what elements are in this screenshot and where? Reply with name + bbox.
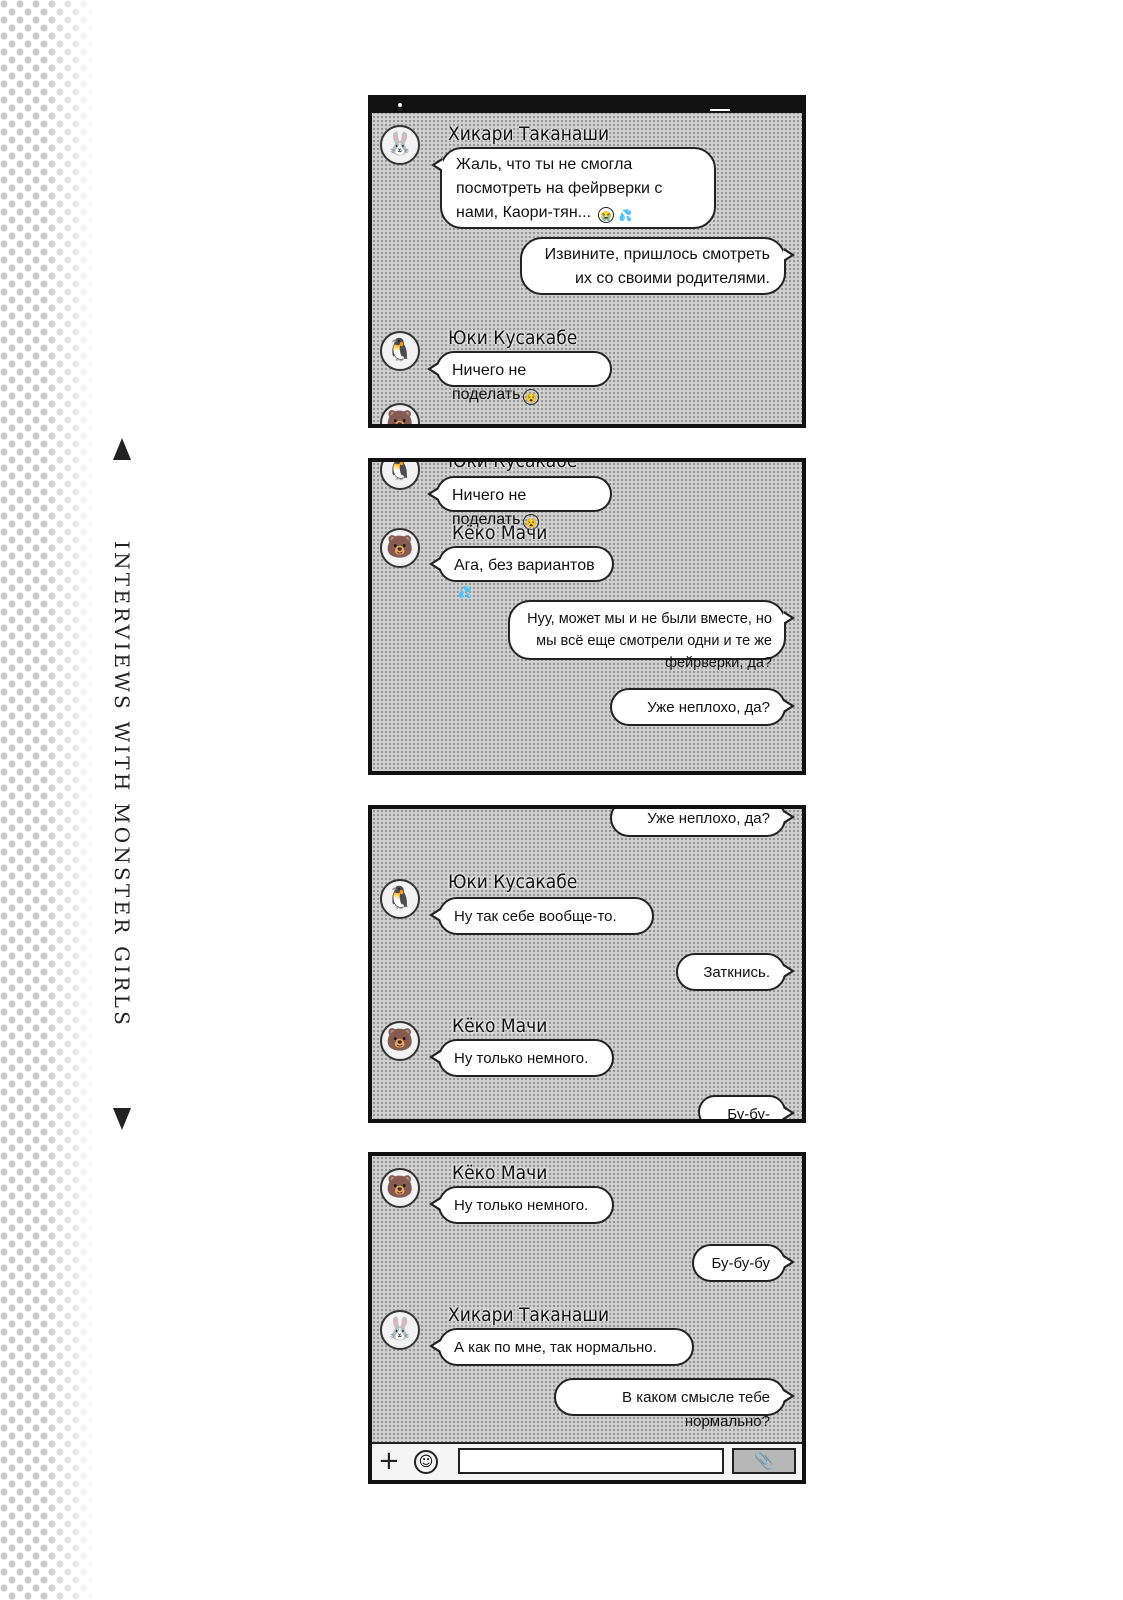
dizzy-emoji-icon: 😵 [523, 389, 540, 405]
message-text: Нуу, может мы и не были вместе, но мы вс… [527, 611, 772, 671]
penguin-avatar-icon[interactable]: 🐧 [380, 462, 420, 490]
attach-send-button[interactable]: 📎 [732, 1448, 796, 1474]
message-bubble-outgoing[interactable]: Уже неплохо, да? [610, 809, 795, 837]
sender-name: Кёко Мачи [452, 1162, 548, 1184]
sender-name: Юки Кусакабе [448, 327, 578, 349]
message-bubble-outgoing[interactable]: Бу-бу-бу [698, 1095, 795, 1123]
message-bubble-outgoing[interactable]: Нуу, может мы и не были вместе, но мы вс… [508, 600, 795, 671]
bear-avatar-icon[interactable]: 🐻 [380, 1021, 420, 1061]
side-title-text: INTERVIEWS WITH MONSTER GIRLS [110, 540, 134, 1028]
message-bubble-incoming[interactable]: Ничего не поделать😵 [427, 351, 612, 405]
sweat-emoji-icon: 💦 [458, 587, 472, 599]
message-text: Бу-бу-бу [727, 1106, 770, 1123]
message-bubble-outgoing[interactable]: В каком смысле тебе нормально? [554, 1378, 795, 1430]
triangle-up-icon [113, 438, 131, 460]
chat-panel-4: 🐻 Кёко Мачи Ну только немного. Бу-бу-бу … [368, 1152, 806, 1484]
sender-name: Кёко Мачи [452, 522, 548, 544]
signal-icon [398, 103, 402, 107]
chat-panel-1: 🐰 Хикари Таканаши Жаль, что ты не смогла… [368, 95, 806, 428]
battery-icon [710, 103, 730, 111]
message-text: Жаль, что ты не смогла посмотреть на фей… [456, 156, 663, 221]
message-text: Ну только немного. [454, 1050, 589, 1067]
bear-avatar-icon[interactable]: 🐻 [380, 528, 420, 568]
message-text: Ничего не поделать [452, 487, 527, 528]
message-bubble-outgoing[interactable]: Заткнись. [676, 953, 795, 991]
message-input-bar: + ☺ 📎 [372, 1442, 802, 1480]
message-text: Ну так себе вообще-то. [454, 908, 617, 925]
message-text: Уже неплохо, да? [647, 699, 770, 716]
message-bubble-incoming[interactable]: Ну только немного. [429, 1039, 614, 1077]
status-bar [372, 99, 802, 113]
rabbit-avatar-icon[interactable]: 🐰 [380, 125, 420, 165]
message-bubble-outgoing[interactable]: Извините, пришлось смотреть их со своими… [520, 237, 795, 295]
message-bubble-incoming[interactable]: Ну только немного. [429, 1186, 614, 1224]
message-text: Заткнись. [703, 964, 770, 981]
dizzy-emoji-icon: 😵 [523, 514, 540, 530]
sender-name: Юки Кусакабе [448, 458, 578, 472]
message-bubble-outgoing[interactable]: Бу-бу-бу [692, 1244, 795, 1282]
message-input[interactable] [458, 1448, 724, 1474]
penguin-avatar-icon[interactable]: 🐧 [380, 331, 420, 371]
chat-panel-3: Уже неплохо, да? 🐧 Юки Кусакабе Ну так с… [368, 805, 806, 1123]
smiley-icon[interactable]: ☺ [414, 1450, 438, 1474]
message-text: Уже неплохо, да? [647, 810, 770, 827]
triangle-down-icon [113, 1108, 131, 1130]
message-text: А как по мне, так нормально. [454, 1339, 657, 1356]
sender-name: Хикари Таканаши [448, 1304, 610, 1326]
sweat-emoji-icon: 💦 [618, 210, 633, 222]
sender-name: Юки Кусакабе [448, 871, 578, 893]
book-side-title: INTERVIEWS WITH MONSTER GIRLS [104, 438, 140, 1130]
message-text: Извините, пришлось смотреть их со своими… [544, 246, 770, 287]
penguin-avatar-icon[interactable]: 🐧 [380, 879, 420, 919]
message-text: Бу-бу-бу [711, 1255, 770, 1272]
message-bubble-incoming[interactable]: А как по мне, так нормально. [429, 1328, 694, 1366]
halftone-dot-border [0, 0, 96, 1600]
message-bubble-outgoing[interactable]: Уже неплохо, да? [610, 688, 795, 726]
message-text: Ничего не поделать [452, 362, 527, 403]
message-text: Ага, без вариантов [454, 557, 595, 574]
bear-avatar-icon[interactable]: 🐻 [380, 1168, 420, 1208]
message-bubble-incoming[interactable]: Ничего не поделать😵 [427, 476, 612, 530]
message-text: Ну только немного. [454, 1197, 589, 1214]
message-bubble-incoming[interactable]: Ага, без вариантов 💦 [429, 546, 614, 599]
sender-name: Кёко Мачи [452, 1015, 548, 1037]
sender-name: Хикари Таканаши [448, 123, 610, 145]
message-text: В каком смысле тебе нормально? [622, 1389, 770, 1430]
bear-avatar-icon[interactable]: 🐻 [380, 403, 420, 424]
rabbit-avatar-icon[interactable]: 🐰 [380, 1310, 420, 1350]
message-bubble-incoming[interactable]: Ну так себе вообще-то. [429, 897, 654, 935]
message-bubble-incoming[interactable]: Жаль, что ты не смогла посмотреть на фей… [431, 147, 716, 229]
plus-icon[interactable]: + [378, 1446, 400, 1476]
chat-panel-2: 🐧 Юки Кусакабе Ничего не поделать😵 🐻 Кёк… [368, 458, 806, 775]
crying-emoji-icon: 😭 [598, 207, 615, 223]
paperclip-icon: 📎 [754, 1451, 774, 1470]
